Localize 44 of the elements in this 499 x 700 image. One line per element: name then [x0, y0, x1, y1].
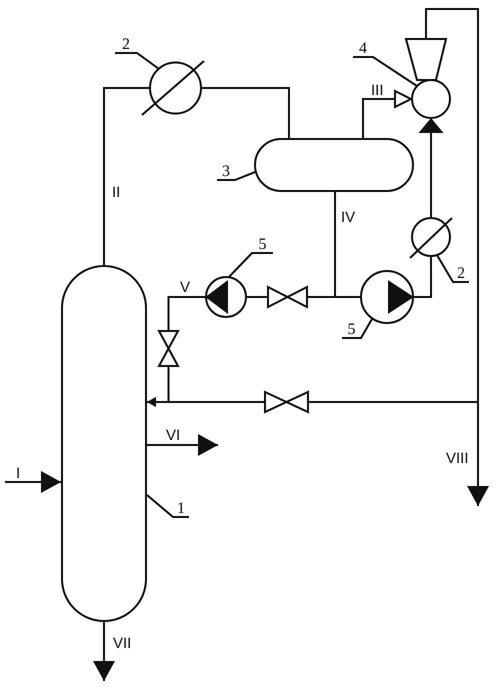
- stream-label: VIII: [446, 452, 469, 466]
- callout-number: 1: [173, 501, 189, 517]
- flow-arrow: [362, 90, 412, 138]
- flow-arrow: [5, 471, 61, 493]
- callout-number: 5: [342, 322, 361, 338]
- stream-label: V: [180, 281, 190, 295]
- pipe-line: [103, 87, 150, 265]
- callout-number: 3: [217, 164, 235, 180]
- stream-label: II: [112, 186, 120, 200]
- flow-arrow: [147, 397, 264, 407]
- pipe-line: [308, 192, 336, 298]
- pipe-line: [413, 256, 432, 298]
- stream-label: VII: [113, 637, 132, 651]
- callout-number: 2: [115, 37, 137, 53]
- flow-arrow: [425, 8, 489, 506]
- callout-number: 5: [252, 237, 273, 253]
- flow-arrow: [93, 622, 115, 681]
- valve-symbol: [264, 391, 309, 413]
- stream-label: I: [16, 467, 20, 481]
- leader-line: [146, 494, 189, 518]
- leader-line: [217, 171, 256, 181]
- drum-vessel: [254, 138, 414, 192]
- flow-arrow: [418, 118, 444, 218]
- stream-label: III: [371, 84, 384, 98]
- pump-symbol: [205, 276, 247, 318]
- callout-number: 2: [453, 266, 469, 282]
- leader-line: [228, 252, 273, 278]
- leader-line: [115, 52, 160, 70]
- valve-symbol: [267, 286, 308, 308]
- callout-number: 4: [353, 41, 373, 57]
- stream-label: VI: [166, 429, 180, 443]
- valve-symbol: [158, 330, 179, 367]
- pipe-line: [201, 87, 290, 138]
- heat-exchanger-symbol: [141, 59, 205, 117]
- ejector-symbol: [405, 37, 452, 120]
- leader-line: [342, 318, 373, 339]
- stream-label: IV: [341, 211, 356, 225]
- heat-exchanger-symbol: [409, 216, 454, 260]
- pipe-line: [246, 296, 267, 298]
- flow-arrow: [147, 434, 218, 456]
- pump-symbol: [360, 270, 414, 324]
- leader-line: [353, 56, 418, 87]
- leader-line: [436, 254, 469, 283]
- pipe-line: [168, 296, 206, 330]
